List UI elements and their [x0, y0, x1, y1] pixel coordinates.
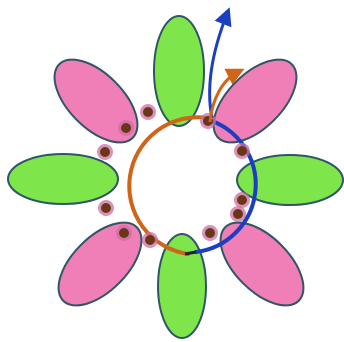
orbital-bead: [121, 123, 131, 133]
orbital-bead: [237, 146, 247, 156]
green-petal-left: [8, 154, 118, 204]
orbital-bead: [100, 147, 110, 157]
pink-petal-bottom-right: [206, 208, 318, 320]
pink-petal-top-left: [40, 45, 152, 157]
orbital-bead: [233, 209, 243, 219]
orbital-bead: [119, 228, 129, 238]
green-petal-top: [154, 16, 204, 126]
orbital-bead: [237, 195, 247, 205]
orbital-bead: [143, 107, 153, 117]
orbital-bead: [145, 235, 155, 245]
orbital-bead: [205, 228, 215, 238]
ring-dark-gap-mark: [185, 252, 196, 254]
orbital-bead: [101, 203, 111, 213]
